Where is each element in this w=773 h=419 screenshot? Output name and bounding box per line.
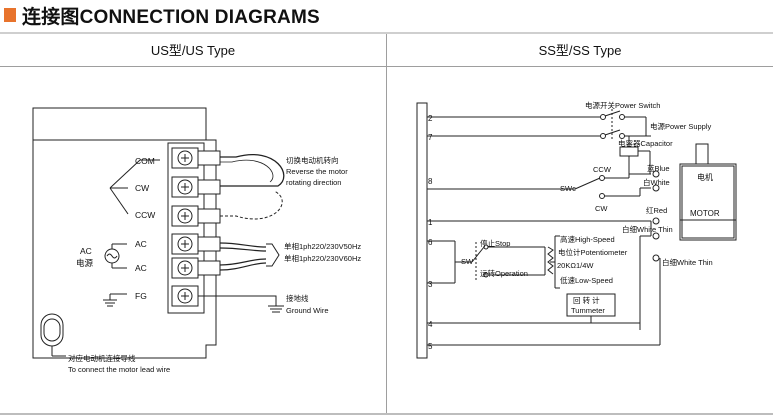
header-divider [0,32,773,34]
terminal-number-2: 2 [428,114,433,123]
terminal-screw-com [171,147,199,169]
svg-text:对应电动机连接导线: 对应电动机连接导线 [68,353,136,363]
ccw-label: CCW [593,165,612,174]
svg-text:接地线: 接地线 [286,293,309,303]
internal-ac-source [104,243,127,269]
orange-square-icon [4,8,16,22]
swc-label: SWc [560,184,576,193]
terminal-screw-fg [171,285,199,307]
terminal-screw-ac2 [171,257,199,279]
svg-text:Reverse the motor: Reverse the motor [286,167,348,176]
terminal-label-ac2: AC [135,263,147,273]
terminal-number-5: 5 [428,342,433,351]
stop-label: 停止Stop [480,238,510,248]
ground-wire [198,295,284,313]
reverse-note: 切换电动机转向 Reverse the motor rotating direc… [286,155,348,187]
capacitor-label: 电容器Capacitor [618,138,673,148]
white-thin-label-2: 白细White Thin [662,257,713,267]
blue-wire-label: 蓝Blue [647,163,670,173]
reverse-jumper-wire [220,154,285,220]
screw-terminals [171,147,199,307]
terminal-label-cw: CW [135,183,149,193]
ss-motor-body [679,143,737,241]
terminal-label-com: COM [135,156,155,166]
internal-ground-icon [103,293,127,307]
svg-text:To connect the motor lead wire: To connect the motor lead wire [68,365,170,374]
motor-label-en: MOTOR [690,209,720,218]
ac-supply-wires [219,242,280,271]
svg-text:单相1ph220/230V60Hz: 单相1ph220/230V60Hz [284,253,361,263]
section-title: 连接图CONNECTION DIAGRAMS [22,6,320,28]
section-header: 连接图CONNECTION DIAGRAMS [4,2,320,28]
terminal-label-ac1: AC [135,239,147,249]
power-switch-label: 电源开关Power Switch [585,100,660,110]
motor-label-cn: 电机 [697,172,713,182]
svg-text:rotating direction: rotating direction [286,178,341,187]
ss-type-heading: SS型/SS Type [387,36,773,66]
white-thin-label-1: 白细White Thin [622,224,673,234]
lead-note: 对应电动机连接导线 To connect the motor lead wire [68,353,170,374]
wire-lugs [197,150,221,276]
terminal-screw-ac1 [171,233,199,255]
svg-text:电源: 电源 [76,258,94,268]
svg-text:AC: AC [80,246,92,256]
svg-text:单相1ph220/230V50Hz: 单相1ph220/230V50Hz [284,241,361,251]
ss-motor-terminals [652,170,660,262]
terminal-label-fg: FG [135,291,147,301]
terminal-number-6: 6 [428,238,433,247]
terminal-screw-cw [171,176,199,198]
potentiometer-label: 电位计Potentiometer [558,247,628,257]
terminal-labels: COM CW CCW AC AC FG [135,156,155,301]
low-speed-label: 低速Low-Speed [560,275,613,285]
column-divider [386,34,387,413]
ground-note: 接地线 Ground Wire [286,293,329,315]
terminal-number-7: 7 [428,133,433,142]
cw-label: CW [595,204,608,213]
internal-switch-schematic [109,159,160,215]
terminal-screw-ccw [171,205,199,227]
tachometer-label-en: Tummeter [571,306,605,315]
svg-text:Ground Wire: Ground Wire [286,306,329,315]
footer-divider [0,413,773,415]
supply-note: 单相1ph220/230V50Hz 单相1ph220/230V60Hz [284,241,361,263]
terminal-block [167,142,205,314]
terminal-number-4: 4 [428,320,433,329]
pot-value-label: 20KΩ1/4W [557,261,594,270]
ss-terminal-numbers: 2 7 8 1 6 3 4 5 [428,114,433,351]
tachometer-label-cn: 回 转 计 [573,295,600,305]
terminal-number-3: 3 [428,280,433,289]
terminal-number-8: 8 [428,177,433,186]
ss-wiring [427,109,661,346]
ss-terminal-strip [416,102,428,359]
terminal-label-ccw: CCW [135,210,155,220]
controller-body [32,107,217,359]
high-speed-label: 高速High-Speed [560,234,615,244]
ac-power-label: AC 电源 [76,246,94,268]
power-supply-label: 电源Power Supply [650,121,712,131]
ss-labels: 电源开关Power Switch 电源Power Supply 电容器Capac… [461,100,720,315]
us-type-heading: US型/US Type [0,36,386,66]
sw-label: SW [461,257,474,266]
motor-lead-connector [40,313,66,357]
red-wire-label: 红Red [646,205,667,215]
operation-label: 运转Operation [480,268,528,278]
white-wire-label: 白White [643,177,670,187]
terminal-number-1: 1 [428,218,433,227]
svg-text:切换电动机转向: 切换电动机转向 [286,155,339,165]
